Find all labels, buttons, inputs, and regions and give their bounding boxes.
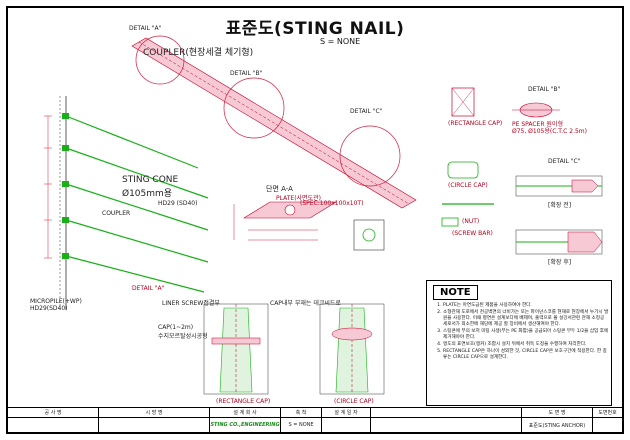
plate-dimensions: [233, 204, 318, 241]
spacer-spec: Ø75, Ø105용(C.T.C 2.5m): [512, 128, 587, 135]
cap-note2: 수지모르탈성시공형: [158, 333, 208, 340]
detail-a-caption: DETAIL "A": [132, 285, 165, 292]
tb-cell-project: 공 사 명: [8, 408, 99, 432]
section-aa-label: 단면 A-A: [266, 185, 293, 193]
nail-centerline: [138, 41, 410, 205]
plate-label: PLATE(사면도관): [276, 195, 321, 202]
sting-cone-label: STING CONE: [122, 175, 179, 185]
plate-hole: [284, 204, 296, 216]
bottom-circle-cap-label: (CIRCLE CAP): [334, 398, 374, 405]
hd29-label: HD29 (SD40): [158, 200, 198, 207]
before-expansion-label: [확장 전]: [548, 202, 572, 209]
nut: [441, 217, 459, 227]
circle-cap: [447, 161, 479, 179]
note-item-3: 스팅콘에 부의 보저 미팅 사생(부는 PE 화함)을 공급되어 스팅콘 부두 …: [443, 329, 609, 341]
micropile-spec: HD29(SD40): [30, 305, 68, 312]
note-item-2: 소형관재 도로에서 천공벽면의 너비가는 또는 파이넌스코를 현재로 현장에서 …: [443, 310, 609, 328]
detail-c-label: DETAIL "C": [350, 108, 383, 115]
anchor-heads: [62, 113, 69, 259]
drawing-sheet: 표준도(STING NAIL) S = NONE: [6, 6, 624, 434]
detail-b-label: DETAIL "B": [230, 70, 263, 77]
note-item-4: 앵도의 표면보호(앵커) 조합시 설치 뒤에서 취득 도정을 수행하여 처리한다…: [443, 342, 609, 348]
after-expansion-label: [확장 후]: [548, 259, 572, 266]
screw-bar-label: (SCREW BAR): [452, 230, 493, 237]
note-item-1: PLATE는 아연도금된 제품을 사용하여야 한다.: [443, 303, 609, 309]
note-box: NOTE PLATE는 아연도금된 제품을 사용하여야 한다. 소형관재 도로에…: [426, 280, 612, 406]
scale-label: S = NONE: [320, 37, 361, 46]
rect-cap-label: (RECTANGLE CAP): [448, 120, 503, 127]
bottom-rect-cap-label: (RECTANGLE CAP): [216, 398, 271, 405]
tb-cell-date: 설 계 일 자: [322, 408, 371, 432]
anchor-1: [65, 115, 199, 169]
micropile-label: MICROPILE(+WP): [30, 298, 82, 305]
tb-cell-spec: 시 방 명: [99, 408, 210, 432]
company-logo: STING CO.,ENGINEERING: [210, 422, 280, 428]
tb-cell-drawing-no: 도면번호: [593, 408, 622, 432]
anchor-4: [65, 219, 209, 263]
liner-label: LINER SCREW접결부: [162, 300, 220, 307]
coupler-left-label: COUPLER: [102, 210, 131, 217]
liner-plate: [353, 219, 385, 251]
left-dimensions: [44, 115, 52, 259]
note-list: PLATE는 아연도금된 제품을 사용하여야 한다. 소형관재 도로에서 천공벽…: [429, 303, 609, 362]
anchor-2: [65, 147, 209, 199]
detail-c-circle: [339, 125, 401, 187]
circle-cap-label: (CIRCLE CAP): [448, 182, 488, 189]
detail-a-label: DETAIL "A": [129, 25, 162, 32]
coupler-label: COUPLER(현장세결 체기형): [143, 48, 254, 58]
detail-b-right-label: DETAIL "B": [528, 86, 561, 93]
nut-label: (NUT): [462, 218, 480, 225]
anchor-5: [65, 255, 205, 293]
plate-spec-label: (SPEC:100x100x10T): [300, 200, 364, 207]
anchor-group: [65, 115, 209, 293]
liner-hole: [362, 228, 376, 242]
note-item-5: RECTANGLE CAP은 하나이 성외한 것, CIRCLE CAP은 보호…: [443, 349, 609, 361]
detail-a-circle: [135, 35, 185, 85]
sting-dia-label: Ø105mm용: [122, 189, 173, 199]
note-heading: NOTE: [433, 285, 478, 300]
detail-b-circle: [223, 77, 285, 139]
tb-cell-blank: [371, 408, 522, 432]
inner-protect-label: CAP내부 부재는 데크씨드로: [270, 300, 341, 307]
detail-c-right-label: DETAIL "C": [548, 158, 581, 165]
drawing-linework: [44, 35, 603, 395]
anchor-3: [65, 183, 209, 231]
spacer-title: PE SPACER 원이형: [512, 121, 563, 128]
drawing-title: 표준도(STING NAIL): [225, 19, 405, 39]
cap-note: CAP(1~2m): [158, 324, 194, 331]
